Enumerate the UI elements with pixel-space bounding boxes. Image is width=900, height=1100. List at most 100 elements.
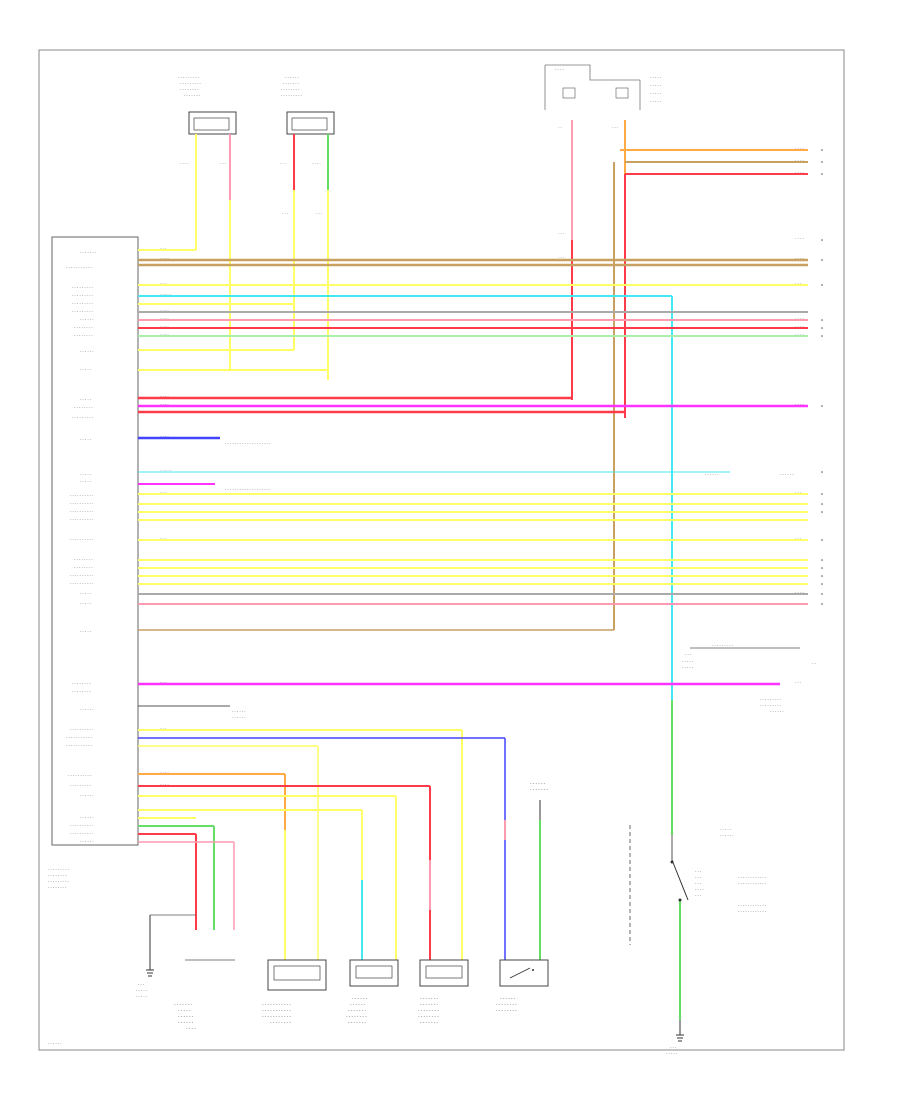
- svg-text:- - - - - - - -: - - - - - - - -: [270, 1020, 291, 1025]
- svg-text:- - - - - - - -: - - - - - - - -: [418, 1008, 439, 1013]
- svg-text:- - -: - - -: [670, 1044, 677, 1049]
- svg-text:- - -: - - -: [695, 874, 702, 879]
- svg-text:- - - - - - - - - - - -: - - - - - - - - - - - -: [738, 902, 767, 907]
- svg-text:- - - -: - - - -: [795, 145, 804, 150]
- svg-text:- - - -: - - - -: [160, 401, 169, 406]
- svg-text:- - - - - - - - -: - - - - - - - - -: [48, 878, 70, 883]
- svg-text:- - - - - -: - - - - - -: [80, 814, 94, 819]
- svg-text:- - - - - - -: - - - - - - -: [283, 80, 300, 85]
- svg-text:- - - - - - - - - -: - - - - - - - - - -: [70, 516, 94, 521]
- svg-text:- - -: - - -: [612, 124, 619, 129]
- svg-text:- - - -: - - - -: [160, 393, 169, 398]
- svg-text:- - - - - -: - - - - - -: [285, 74, 299, 79]
- right-seat-sensor: - - - - - - - - - - - - - - - - - - - - …: [281, 74, 335, 135]
- svg-text:- - - - - - - -: - - - - - - - -: [418, 1014, 439, 1019]
- svg-text:- - -: - - -: [558, 254, 565, 259]
- svg-text:- - - - - - - - - - -: - - - - - - - - - - -: [262, 1008, 291, 1013]
- harness-wires: [138, 249, 808, 1020]
- svg-text:- - - - -: - - - - -: [136, 993, 148, 998]
- svg-text:- - - -: - - - -: [312, 160, 321, 165]
- svg-text:- - - - - -: - - - - - -: [48, 1040, 62, 1045]
- svg-text:- - - - - - - - - -: - - - - - - - - - -: [70, 572, 94, 577]
- svg-text:- - - -: - - - -: [795, 331, 804, 336]
- svg-text:- - - - - - - - -: - - - - - - - - -: [72, 284, 94, 289]
- svg-text:- - - - - - - -: - - - - - - - -: [72, 680, 91, 685]
- svg-text:- - - - - -: - - - - - -: [500, 996, 516, 1001]
- svg-text:- - -: - - -: [795, 679, 802, 684]
- svg-text:- - - - -: - - - - -: [682, 658, 694, 663]
- svg-text:- - - - - - -: - - - - - - -: [348, 1008, 366, 1013]
- svg-text:- - - - - - - - -: - - - - - - - - -: [72, 292, 94, 297]
- svg-text:- - - - - - -: - - - - - - -: [348, 1020, 366, 1025]
- svg-text:- - - - - - - -: - - - - - - - -: [74, 556, 93, 561]
- svg-text:- - - - - - - - -: - - - - - - - - -: [72, 414, 94, 419]
- svg-text:- - -: - - -: [160, 535, 167, 540]
- svg-text:- - - -: - - - -: [160, 323, 169, 328]
- svg-text:- - - - - - - -: - - - - - - - -: [180, 86, 199, 91]
- svg-text:- - - -: - - - -: [795, 323, 804, 328]
- svg-text:- - - - - - - - - -: - - - - - - - - - -: [70, 500, 94, 505]
- svg-text:- - - - - -: - - - - - -: [780, 471, 794, 476]
- svg-text:- - - - - - - - - - - -: - - - - - - - - - - - -: [738, 880, 767, 885]
- sub-system-references: - - - - - - - - - - - - - - - - - - - - …: [225, 440, 794, 719]
- svg-text:- - - -: - - - -: [795, 157, 804, 162]
- svg-text:- - - - - - - - - -: - - - - - - - - - -: [68, 772, 92, 777]
- svg-text:- - -: - - -: [685, 651, 692, 656]
- svg-text:- - - - - - - -: - - - - - - - -: [48, 872, 67, 877]
- svg-text:- - - - - - - - - - -: - - - - - - - - - - -: [66, 742, 92, 747]
- svg-text:- - - - - -: - - - - - -: [178, 1014, 194, 1019]
- svg-text:- - - -: - - - -: [160, 307, 169, 312]
- svg-text:- - - - - - - -: - - - - - - - -: [496, 1002, 517, 1007]
- svg-text:- - - - - - - - -: - - - - - - - - -: [48, 866, 70, 871]
- svg-text:- - -: - - -: [160, 280, 167, 285]
- svg-text:- - - - - - - - - - -: - - - - - - - - - - -: [262, 1014, 291, 1019]
- diagram-frame: [38, 49, 845, 1051]
- svg-text:- - - - -: - - - - -: [720, 826, 732, 831]
- svg-text:- - - - - - - -: - - - - - - - -: [74, 404, 93, 409]
- svg-text:- - - - -: - - - - -: [160, 291, 172, 296]
- svg-text:- - - - - - - - - -: - - - - - - - - - -: [70, 492, 94, 497]
- svg-text:- -: - -: [558, 124, 562, 129]
- svg-text:- - -: - - -: [160, 489, 167, 494]
- svg-text:- - - - - - - -: - - - - - - - -: [496, 1008, 517, 1013]
- svg-text:- - - - - - - - -: - - - - - - - - -: [70, 782, 92, 787]
- svg-text:- - - - - - - -: - - - - - - - -: [74, 564, 93, 569]
- svg-text:- - - -: - - - -: [795, 169, 804, 174]
- svg-text:- - - -: - - - -: [795, 401, 804, 406]
- svg-text:- - -: - - -: [160, 679, 167, 684]
- svg-text:- - - - - - - - - - - -: - - - - - - - - - - - -: [738, 874, 767, 879]
- svg-text:- - - - - - - - - - -: - - - - - - - - - - -: [66, 734, 92, 739]
- svg-text:- - - - - - -: - - - - - - -: [174, 1002, 192, 1007]
- left-seat-sensor: - - - - - - - - - - - - - - - - - - - - …: [178, 74, 237, 135]
- svg-text:- - - - -: - - - - -: [80, 471, 92, 476]
- svg-text:- - -: - - -: [795, 280, 802, 285]
- svg-text:- - - - - - - - - -: - - - - - - - - - -: [70, 580, 94, 585]
- svg-text:- - - - -: - - - - -: [80, 396, 92, 401]
- svg-text:- - - - - - - - - - - - - - -: - - - - - - - - - - - - - - - - - - -: [225, 486, 271, 491]
- svg-text:- - -: - - -: [795, 489, 802, 494]
- svg-text:- - -: - - -: [316, 210, 323, 215]
- svg-text:- - - - - - -: - - - - - - -: [530, 787, 548, 792]
- svg-text:- - -: - - -: [695, 892, 702, 897]
- svg-text:- - - - - - - - -: - - - - - - - - -: [180, 80, 202, 85]
- right-edge-pin-markers: [821, 149, 823, 605]
- svg-text:- - - - -: - - - - -: [666, 1050, 678, 1055]
- ground-symbol: [146, 800, 684, 1042]
- svg-text:- - - - - -: - - - - - -: [80, 316, 94, 321]
- seat-belt-switch: - - - - - - - - - - - - - - - -: [670, 835, 704, 902]
- svg-text:- - -: - - -: [795, 535, 802, 540]
- svg-text:- - - - - - -: - - - - - - -: [80, 249, 97, 254]
- svg-text:- -: - -: [812, 660, 816, 665]
- bottom-components: [267, 959, 549, 991]
- svg-text:- - - - - -: - - - - - -: [770, 708, 784, 713]
- svg-text:- - - - - -: - - - - - -: [178, 1020, 194, 1025]
- svg-text:- - - - -: - - - - -: [650, 82, 662, 87]
- svg-text:- - - - -: - - - - -: [178, 1008, 191, 1013]
- svg-text:- - - -: - - - -: [160, 331, 169, 336]
- svg-text:- - - - - -: - - - - - -: [232, 714, 246, 719]
- svg-text:- - - - - - - -: - - - - - - - -: [281, 86, 300, 91]
- svg-text:- - - - - -: - - - - - -: [530, 781, 546, 786]
- svg-text:- - - - - - -: - - - - - - -: [420, 996, 438, 1001]
- svg-text:- - - - - -: - - - - - -: [80, 792, 94, 797]
